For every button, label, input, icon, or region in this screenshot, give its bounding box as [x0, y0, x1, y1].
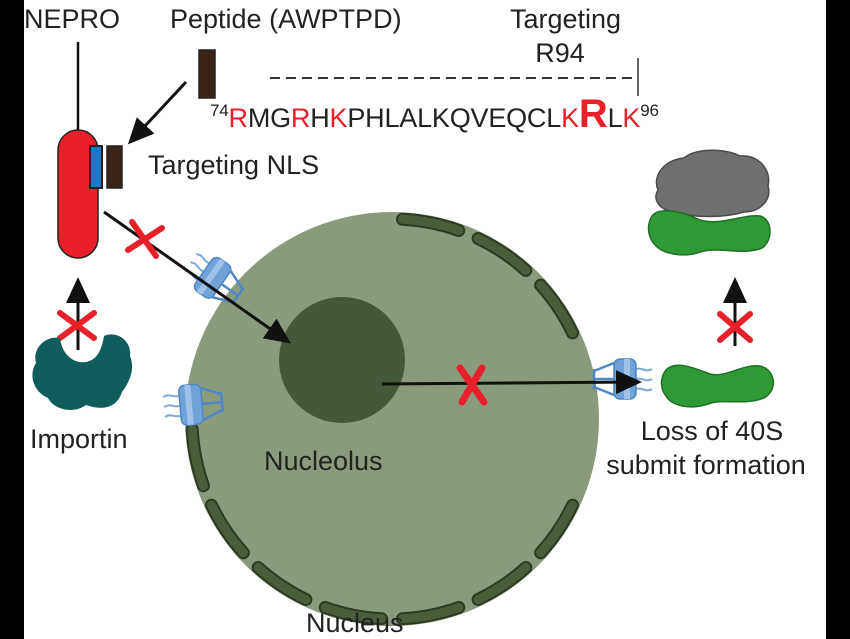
loss-of-40s-label-line2: submit formation [606, 450, 806, 480]
membrane-segment [187, 424, 208, 491]
diagram-artwork [32, 42, 774, 626]
blocked-export-x-icon [456, 364, 488, 406]
importin-shape [32, 334, 133, 410]
targeting-nls-label: Targeting NLS [148, 150, 320, 180]
nucleolus-label: Nucleolus [264, 446, 383, 476]
residue-segment: H [310, 103, 330, 133]
peptide-binding-arrow [127, 80, 188, 145]
targeting-r94-label-line1: Targeting [510, 4, 622, 34]
membrane-segment [253, 563, 311, 605]
membrane-segment [320, 603, 387, 624]
membrane-segment [473, 233, 531, 275]
nepro-protein [57, 42, 123, 259]
importin-label: Importin [30, 424, 128, 454]
residue-segment: L [607, 103, 623, 133]
bound-peptide [106, 145, 123, 189]
nucleolus [279, 297, 405, 423]
residue-segment: MG [247, 103, 291, 133]
nls-domain [89, 145, 103, 189]
membrane-segment [206, 500, 248, 558]
nuclear-pore-icon [184, 253, 245, 305]
nuclear-pore-icon [162, 383, 225, 426]
importin-blocked-x-icon [57, 310, 97, 341]
targeting-r94-label-line2: R94 [535, 38, 585, 68]
membrane-segment [397, 603, 464, 624]
nucleus-label: Nucleus [306, 608, 404, 638]
nuclear-membrane [185, 212, 580, 626]
diagram-canvas: NEPRO Peptide (AWPTPD) Targeting R94 74R… [24, 0, 826, 639]
highlighted-residue: K [329, 103, 348, 133]
nepro-sequence: 74RMGRHKPHLALKQVEQCLKRLK96 [210, 92, 659, 137]
nuclear-pore-icon [592, 358, 653, 400]
sequence-residues: RMGRHKPHLALKQVEQCLKRLK [228, 92, 641, 136]
membrane-segment [536, 280, 578, 338]
nuclear-import-arrow [103, 210, 291, 344]
nepro-body [57, 129, 99, 259]
highlighted-residue: R [228, 103, 249, 133]
sequence-start-number: 74 [210, 101, 229, 120]
loss-of-40s-label-line1: Loss of 40S [640, 416, 784, 446]
peptide-label: Peptide (AWPTPD) [170, 4, 402, 34]
ribosome-assembled [647, 149, 771, 256]
nuclear-pores [162, 253, 653, 426]
membrane-segment [473, 563, 531, 605]
assembly-blocked-x-icon [717, 311, 753, 343]
membrane-segment [536, 500, 578, 558]
highlighted-residue: R [578, 92, 608, 136]
ribosome-40s [660, 364, 774, 408]
blocked-import-x-icon [125, 219, 165, 259]
residue-segment: PHLALKQVEQCL [347, 103, 562, 133]
export-arrow [381, 370, 642, 395]
membrane-segment [397, 214, 464, 235]
nucleus [185, 212, 599, 626]
highlighted-residue: K [622, 103, 641, 133]
peptide-block [198, 49, 216, 99]
nucleus-body [185, 212, 599, 626]
highlighted-residue: K [561, 103, 579, 133]
nepro-label: NEPRO [24, 4, 121, 34]
sequence-end-number: 96 [640, 101, 659, 120]
highlighted-residue: R [290, 103, 311, 133]
